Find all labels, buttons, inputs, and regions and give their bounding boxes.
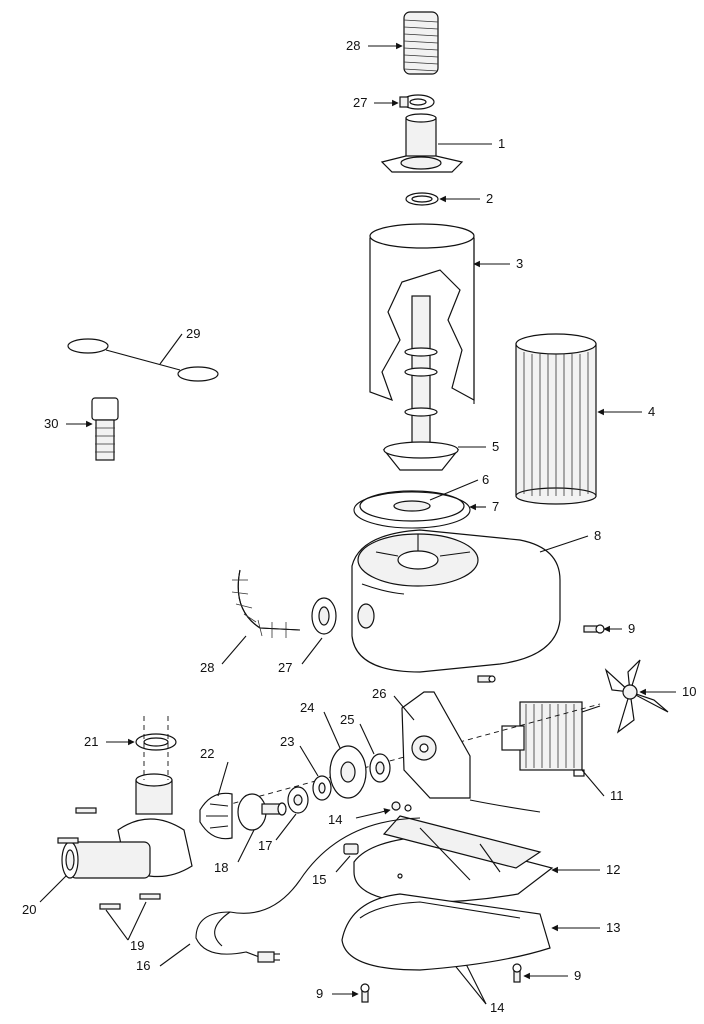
part-28-hose-bottom	[231, 569, 301, 638]
part-9-screw-b	[512, 963, 522, 983]
label-21: 21	[84, 734, 98, 749]
label-17: 17	[258, 838, 272, 853]
label-22: 22	[200, 746, 214, 761]
label-15: 15	[312, 872, 326, 887]
part-14-screws-upper	[391, 801, 412, 812]
label-14-upper: 14	[328, 812, 342, 827]
part-8-main-housing	[351, 529, 561, 673]
label-27-top: 27	[353, 95, 367, 110]
label-9-a: 9	[628, 621, 635, 636]
part-19-screws	[57, 807, 161, 910]
part-17-washer	[287, 786, 309, 814]
label-1: 1	[498, 136, 505, 151]
label-12: 12	[606, 862, 620, 877]
motor-lead-wire	[469, 799, 541, 813]
part-30-hose-adapter	[91, 397, 119, 461]
part-9-screw-c	[360, 983, 370, 1003]
part-15-cord-clamp	[343, 843, 359, 855]
label-24: 24	[300, 700, 314, 715]
label-25: 25	[340, 712, 354, 727]
part-6-seal-plate	[359, 490, 465, 522]
part-18-impeller-shaft	[237, 793, 287, 831]
part-25-bushing	[369, 753, 391, 783]
label-28-bottom: 28	[200, 660, 214, 675]
label-20: 20	[22, 902, 36, 917]
part-4-filter-cartridge	[515, 333, 597, 505]
part-27-clamp-bottom	[311, 597, 337, 635]
label-18: 18	[214, 860, 228, 875]
label-2: 2	[486, 191, 493, 206]
part-5-center-tube	[382, 295, 460, 471]
label-19: 19	[130, 938, 144, 953]
label-11: 11	[610, 788, 624, 803]
label-3: 3	[516, 256, 523, 271]
label-16: 16	[136, 958, 150, 973]
part-28-hose-top	[403, 11, 439, 75]
label-9-c: 9	[316, 986, 323, 1001]
label-5: 5	[492, 439, 499, 454]
part-21-o-ring	[135, 733, 177, 751]
part-22-impeller	[199, 792, 233, 840]
label-7: 7	[492, 499, 499, 514]
label-26: 26	[372, 686, 386, 701]
part-1-top-cap	[380, 113, 464, 173]
label-10: 10	[682, 684, 696, 699]
housing-screw	[477, 675, 496, 683]
part-29-strap	[67, 338, 219, 382]
label-14-lower: 14	[490, 1000, 504, 1015]
part-2-o-ring	[405, 192, 439, 206]
part-13-bottom-base	[341, 893, 551, 971]
part-11-motor	[501, 701, 601, 777]
part-24-seal-plate	[329, 745, 367, 799]
part-26-motor-bracket	[401, 691, 471, 799]
label-30: 30	[44, 416, 58, 431]
label-9-b: 9	[574, 968, 581, 983]
label-6: 6	[482, 472, 489, 487]
part-27-clamp-top	[399, 94, 435, 110]
part-20-pump-housing	[61, 716, 193, 879]
part-12-base-plate	[353, 815, 554, 903]
label-23: 23	[280, 734, 294, 749]
label-8: 8	[594, 528, 601, 543]
part-9-screw-a	[583, 624, 605, 634]
label-4: 4	[648, 404, 655, 419]
label-28-top: 28	[346, 38, 360, 53]
label-29: 29	[186, 326, 200, 341]
part-16-power-cord	[195, 817, 421, 963]
part-23-seal	[312, 775, 332, 801]
part-10-fan-blade	[604, 659, 669, 734]
label-27-bottom: 27	[278, 660, 292, 675]
label-13: 13	[606, 920, 620, 935]
